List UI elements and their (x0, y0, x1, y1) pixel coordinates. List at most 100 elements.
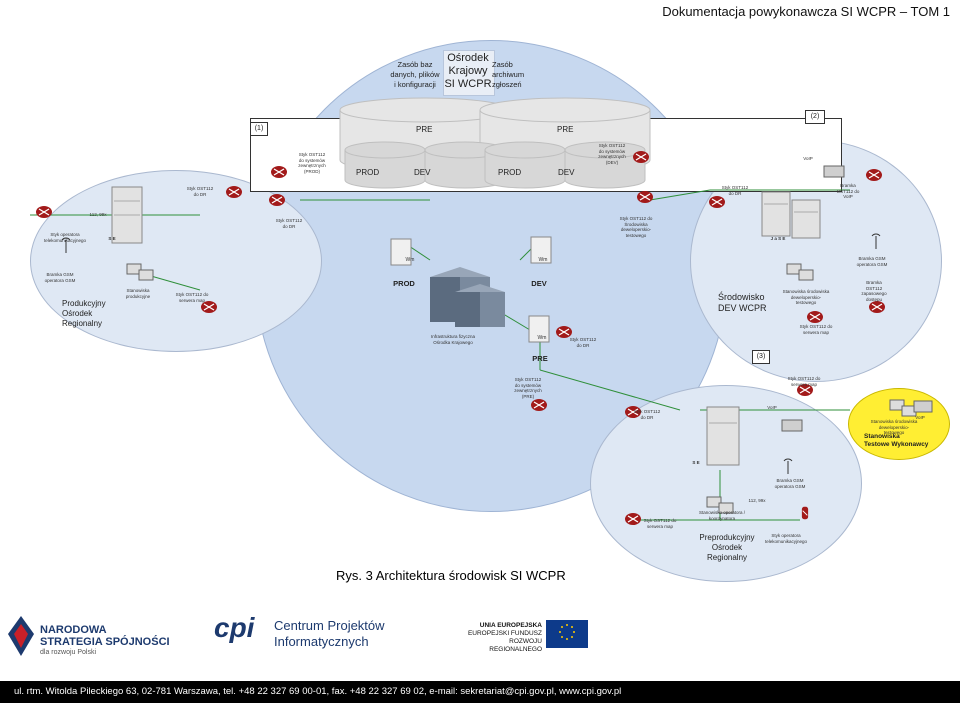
resource-right-line: Zasób (492, 60, 513, 69)
gsm-antenna-icon (61, 237, 71, 253)
nss-logo-line: STRATEGIA SPÓJNOŚCI (40, 636, 170, 648)
cpi-logo-mark: cpi (214, 612, 255, 643)
document-header: Dokumentacja powykonawcza SI WCPR – TOM … (662, 4, 950, 19)
box-label-1: (1) (250, 122, 268, 136)
label-se-bottom: S E (692, 460, 700, 465)
eu-flag-icon (546, 620, 588, 648)
resource-left-line: i konfiguracji (394, 80, 436, 89)
label-112-left: 112, 99x (89, 212, 107, 217)
storage-label-pre-right: PRE (557, 125, 574, 134)
router-icon (797, 384, 813, 396)
resource-right-line: archiwum (492, 70, 525, 79)
storage-label-prod-right: PROD (498, 168, 522, 177)
storage-label-prod-left: PROD (356, 168, 380, 177)
router-icon (625, 406, 641, 418)
vm-label: Wm (537, 335, 547, 341)
router-icon (801, 506, 809, 520)
resource-left-line: danych, plików (390, 70, 440, 79)
workstation-icon (706, 496, 734, 514)
vm-label: Wm (538, 257, 548, 263)
page-footer: ul. rtm. Witolda Pileckiego 63, 02-781 W… (0, 681, 960, 703)
rack-servers-icon (430, 267, 505, 327)
label-se-left: S E (108, 236, 116, 241)
router-icon (866, 169, 882, 181)
label-voip-top: VoIP (803, 156, 813, 161)
router-icon (709, 196, 725, 208)
workstation-icon (786, 263, 814, 281)
box-label-3: (3) (752, 350, 770, 364)
router-icon (36, 206, 52, 218)
workstation-icon (126, 263, 154, 281)
router-icon (269, 194, 285, 206)
env-label-dev: DEV (531, 279, 547, 288)
router-icon (531, 399, 547, 411)
router-icon (637, 191, 653, 203)
server-icon (706, 406, 740, 466)
center-title-line: SI WCPR (444, 78, 492, 90)
server-icon (111, 186, 143, 244)
box-label-2: (2) (805, 110, 825, 124)
figure-caption: Rys. 3 Architektura środowisk SI WCPR (336, 568, 566, 583)
label-stanowisko-operatora: Stanowisko operatora /koordynatora (698, 510, 746, 521)
nss-logo-line: NARODOWA (40, 624, 107, 636)
vm-label: Wm (405, 257, 415, 263)
voip-phone-icon (781, 419, 803, 432)
env-label-prod: PROD (393, 279, 415, 288)
vm-server-icon (390, 238, 412, 266)
router-icon (625, 513, 641, 525)
voip-phone-icon (913, 400, 933, 413)
vm-server-icon (528, 315, 550, 343)
gsm-antenna-icon (783, 458, 793, 474)
server-icon (761, 191, 791, 237)
storage-label-pre-left: PRE (416, 125, 433, 134)
center-title-line: Ośrodek (447, 52, 489, 64)
router-icon (633, 151, 649, 163)
cpi-logo-line: Informatycznych (274, 634, 369, 649)
router-icon (869, 301, 885, 313)
label-112-bottom: 112, 99x (748, 498, 766, 503)
env-label-pre: PRE (532, 354, 548, 363)
router-icon (271, 166, 287, 178)
nss-logo-mark (8, 616, 34, 656)
center-title-box (443, 50, 495, 96)
center-title-line: Krajowy (448, 65, 488, 77)
router-icon (807, 311, 823, 323)
label-voip-bottom: VoIP (767, 405, 777, 410)
label-voip-test: VoIP (915, 415, 925, 420)
vm-server-icon (530, 236, 552, 264)
server-icon (791, 199, 821, 239)
cpi-logo-line: Centrum Projektów (274, 618, 385, 633)
resource-right-line: zgłoszeń (492, 80, 522, 89)
storage-label-dev-left: DEV (414, 168, 431, 177)
gsm-antenna-icon (871, 233, 881, 249)
resource-left-line: Zasób baz (397, 60, 433, 69)
router-icon (226, 186, 242, 198)
